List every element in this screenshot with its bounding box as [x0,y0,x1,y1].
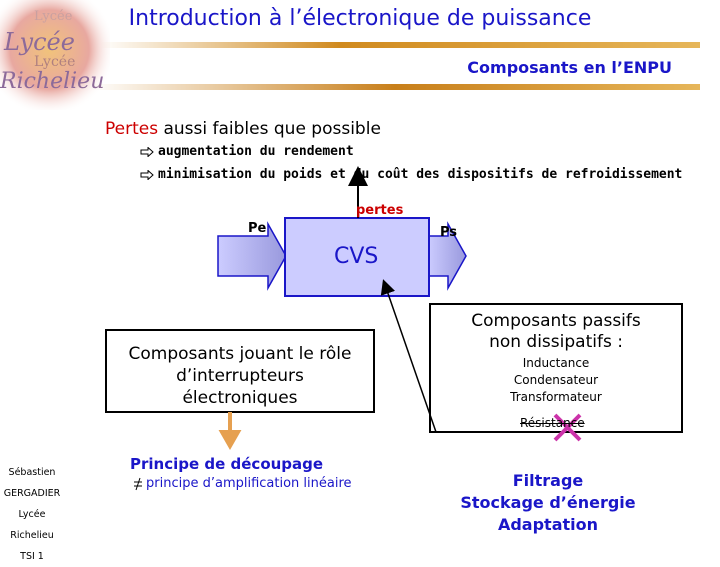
passive-components-list: Inductance Condensateur Transformateur [500,355,612,406]
input-power-arrow [217,221,287,291]
author-block: Sébastien GERGADIER Lycée Richelieu TSI … [0,462,64,567]
logo-text-1: Lycée [34,9,73,24]
not-equal-icon [134,477,142,491]
author-line: GERGADIER [3,488,61,499]
passive-item: Inductance [522,356,590,370]
passive-title-line-2: non dissipatifs : [489,332,623,352]
pe-label: Pe [248,221,267,236]
pertes-heading: Pertes aussi faibles que possible [105,119,381,139]
passive-functions: Filtrage Stockage d’énergie Adaptation [455,470,641,536]
passive-components-box [429,303,683,433]
slide-title: Introduction à l’électronique de puissan… [128,6,592,31]
switch-line-3: électroniques [182,388,298,408]
function-item: Filtrage [512,471,584,490]
hollow-arrow-icon [140,168,154,181]
logo-text-4: Richelieu [0,69,104,94]
passive-item: Condensateur [513,373,599,387]
passive-item: Transformateur [510,390,602,404]
subtitle-underline [90,84,700,90]
author-line: TSI 1 [20,551,44,562]
orange-down-arrow [218,412,242,451]
author-line: Sébastien [8,467,56,478]
function-item: Stockage d’énergie [460,493,636,512]
bullet-item: augmentation du rendement [140,144,354,159]
hollow-arrow-icon [140,145,154,158]
bullet-text-2: minimisation du poids et du coût des dis… [158,167,683,182]
pertes-label: pertes [356,203,404,218]
cvs-to-passive-arrow [380,279,437,433]
output-power-arrow [427,221,467,291]
switch-components-text: Composants jouant le rôle d’interrupteur… [106,343,374,409]
author-line: Lycée Richelieu [10,509,54,541]
passive-title-line-1: Composants passifs [471,311,641,331]
passive-components-title: Composants passifs non dissipatifs : [430,311,682,353]
not-resistance-cross [553,413,582,442]
school-logo: Lycée Lycée Lycée Richelieu [0,0,110,110]
principle-title: Principe de découpage [130,455,324,473]
logo-text-2: Lycée [3,28,75,56]
pertes-word: Pertes [105,119,159,139]
switch-line-2: d’interrupteurs [176,366,304,386]
title-underline [100,42,700,48]
switch-components-box [105,329,375,413]
function-item: Adaptation [497,515,599,534]
principle-note: principe d’amplification linéaire [146,476,352,491]
bullet-item: minimisation du poids et du coût des dis… [140,167,682,182]
slide-subtitle: Composants en l’ENPU [467,58,672,77]
conversion-diagram [105,166,683,491]
cvs-label: CVS [334,244,379,269]
ps-label: Ps [440,225,458,240]
crossed-resistance: Résistance [520,416,585,430]
pertes-rest: aussi faibles que possible [158,119,381,139]
switch-line-1: Composants jouant le rôle [128,344,352,364]
cvs-box [284,217,430,297]
bullet-text-1: augmentation du rendement [158,144,354,159]
logo-text-3: Lycée [34,54,75,70]
